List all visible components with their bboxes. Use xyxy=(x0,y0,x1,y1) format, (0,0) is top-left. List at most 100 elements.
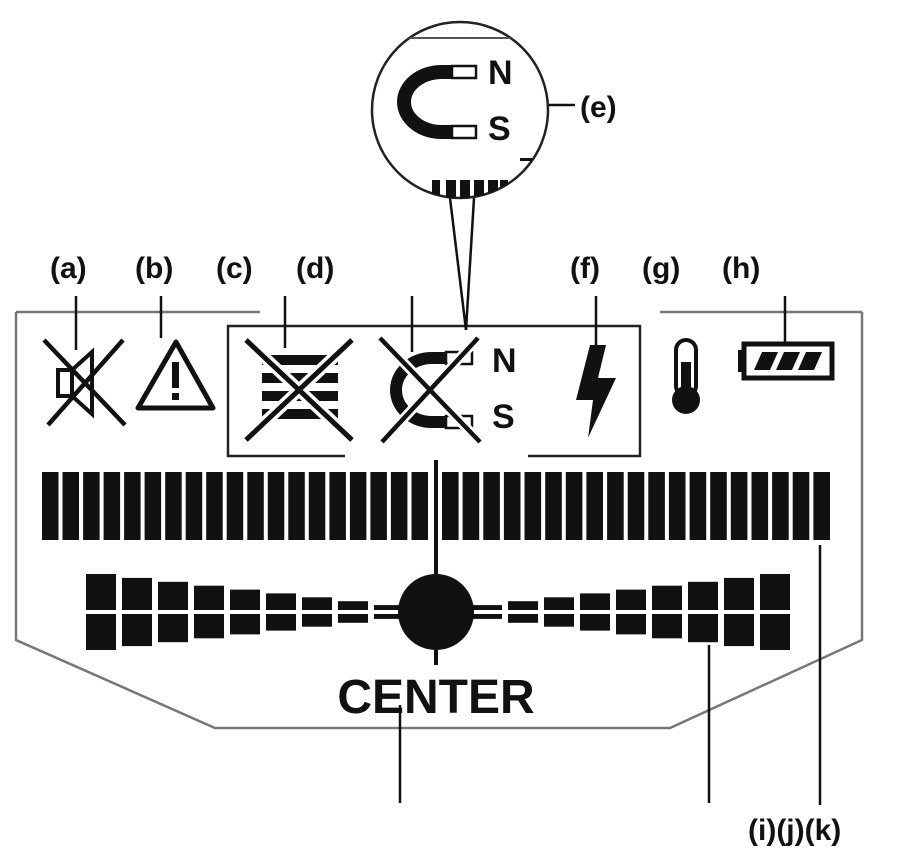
center-bar-segment xyxy=(338,601,368,610)
lightning-icon xyxy=(576,345,616,438)
signal-segment xyxy=(103,472,121,540)
center-bar-segment xyxy=(194,614,224,639)
label-d: (d) xyxy=(296,252,334,285)
signal-segment xyxy=(668,472,686,540)
center-bar-segment xyxy=(652,585,682,610)
center-bar-segment xyxy=(158,614,188,643)
center-bar-segment xyxy=(266,614,296,631)
signal-segment xyxy=(524,472,542,540)
center-bar-segment xyxy=(688,581,718,610)
signal-segment xyxy=(545,472,562,540)
label-e: (e) xyxy=(580,91,617,124)
center-bar-segment xyxy=(724,614,754,647)
warning-triangle-icon xyxy=(135,339,216,411)
center-bar-segment xyxy=(374,605,404,610)
signal-segment xyxy=(308,472,326,540)
signal-segment xyxy=(772,472,789,540)
center-bar-segment xyxy=(544,597,574,610)
label-h: (h) xyxy=(722,252,760,285)
signal-segment xyxy=(144,472,162,540)
signal-segment xyxy=(247,472,264,540)
center-indicator-bars xyxy=(86,574,790,650)
signal-segment xyxy=(586,472,603,540)
label-a: (a) xyxy=(50,252,87,285)
signal-segment xyxy=(288,472,305,540)
center-bar-segment xyxy=(688,614,718,643)
material-group-frame xyxy=(226,324,642,458)
center-bar-segment xyxy=(338,614,368,623)
center-bar-segment xyxy=(616,614,646,635)
signal-segment xyxy=(267,472,285,540)
center-bar-segment xyxy=(374,614,404,619)
magnet-south-label: S xyxy=(492,398,515,436)
center-bar-segment xyxy=(122,577,152,610)
signal-segment xyxy=(462,472,480,540)
signal-segment xyxy=(813,472,830,540)
center-bar-segment xyxy=(508,601,538,610)
signal-segment xyxy=(226,472,244,540)
signal-segment xyxy=(370,472,387,540)
center-bar-segment xyxy=(724,577,754,610)
center-bar-segment xyxy=(230,589,260,610)
label-b: (b) xyxy=(135,252,173,285)
center-bar-segment xyxy=(616,589,646,610)
signal-segment xyxy=(792,472,810,540)
signal-segment xyxy=(689,472,707,540)
signal-segment xyxy=(185,472,203,540)
signal-segment xyxy=(710,472,727,540)
label-f: (f) xyxy=(570,252,600,285)
signal-segment xyxy=(411,472,428,540)
signal-segment xyxy=(607,472,624,540)
signal-segment xyxy=(62,472,79,540)
magnet-crossed-icon xyxy=(376,334,484,446)
signal-segment xyxy=(648,472,665,540)
signal-segment xyxy=(483,472,500,540)
signal-segment xyxy=(390,472,408,540)
speaker-muted-icon xyxy=(42,338,127,427)
label-g: (g) xyxy=(642,252,680,285)
signal-segment xyxy=(349,472,367,540)
display-outline xyxy=(14,312,864,730)
center-bar-segment xyxy=(266,593,296,610)
signal-segment xyxy=(565,472,583,540)
center-bar-segment xyxy=(760,574,790,610)
center-bar-segment xyxy=(580,593,610,610)
magnet-zoom-south: S xyxy=(488,110,511,148)
center-bar-segment xyxy=(158,581,188,610)
label-ijk: (i)(j)(k) xyxy=(748,814,841,847)
thermometer-icon xyxy=(672,338,700,414)
center-bar-segment xyxy=(86,614,116,650)
center-bar-segment xyxy=(122,614,152,647)
center-bar-segment xyxy=(472,605,502,610)
signal-segment xyxy=(42,472,59,540)
center-target-dot xyxy=(398,574,474,650)
magnet-zoom-icon xyxy=(397,64,478,140)
center-bar-segment xyxy=(652,614,682,639)
signal-strength-bar xyxy=(42,472,830,540)
signal-segment xyxy=(627,472,645,540)
center-bar-segment xyxy=(760,614,790,650)
signal-segment xyxy=(124,472,141,540)
center-bar-segment xyxy=(194,585,224,610)
magnet-zoom-north: N xyxy=(488,54,513,92)
center-bar-segment xyxy=(230,614,260,635)
zoom-callout: N S xyxy=(370,20,550,331)
center-label: CENTER xyxy=(337,671,534,724)
center-bar-segment xyxy=(580,614,610,631)
signal-segment xyxy=(83,472,100,540)
center-bar-segment xyxy=(544,614,574,627)
signal-segment xyxy=(730,472,748,540)
signal-segment xyxy=(206,472,223,540)
signal-segment xyxy=(329,472,346,540)
battery-icon xyxy=(738,341,835,381)
signal-segment xyxy=(165,472,182,540)
signal-segment xyxy=(503,472,521,540)
center-bar-segment xyxy=(472,614,502,619)
magnet-north-label: N xyxy=(492,342,517,380)
center-bar-segment xyxy=(302,614,332,627)
wall-material-crossed-icon xyxy=(241,335,357,445)
signal-segment xyxy=(442,472,459,540)
signal-segment xyxy=(751,472,769,540)
center-bar-segment xyxy=(508,614,538,623)
